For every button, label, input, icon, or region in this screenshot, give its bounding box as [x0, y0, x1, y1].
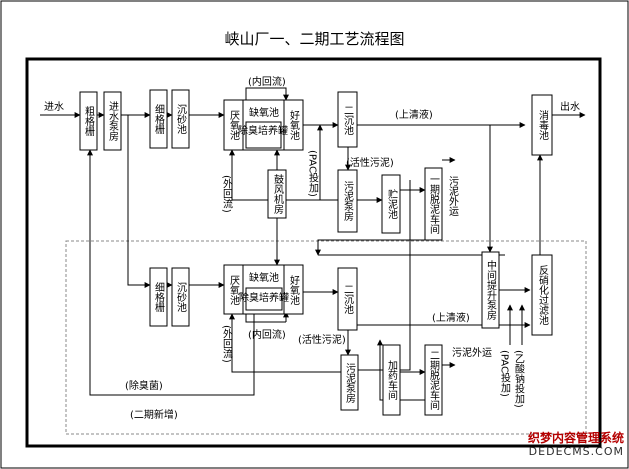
node-dewatering-2: 二期脱泥车间: [424, 344, 443, 416]
grit-chamber-2-label: 沉砂池: [175, 281, 187, 312]
external-reflux-1-label: (外回流): [221, 175, 233, 213]
node-sludge-pump-house-1: 污泥泵房: [337, 169, 358, 233]
grit-chamber-1-label: 沉砂池: [175, 103, 187, 134]
aerobic-tank-2-label: 好氧池: [288, 275, 300, 305]
flow-lines: [40, 87, 586, 401]
coarse-screen-label: 粗格栅: [83, 106, 95, 137]
anaerobic-tank-2-label: 厌氧池: [228, 275, 240, 305]
internal-reflux-2-label: (内回流): [248, 328, 286, 341]
disinfection-tank-label: 消毒池: [537, 109, 549, 140]
node-secondary-clarifier-2: 二沉池: [337, 267, 358, 331]
node-dosing-workshop: 加药车间: [382, 344, 401, 416]
sludge-pump-house-2-label: 污泥泵房: [344, 363, 356, 404]
pac-dosing-1-label: (PAC投加): [307, 150, 319, 197]
page-title: 峡山厂一、二期工艺流程图: [224, 30, 405, 48]
fine-screen-1-label: 细格栅: [153, 103, 165, 135]
anoxic-tank-2-label: 缺氧池: [249, 271, 279, 284]
node-denitrification-filter: 反硝化过滤池: [531, 254, 553, 336]
internal-reflux-1-label: (内回流): [248, 75, 286, 88]
deodor-tank-2-label: 除臭培养罐: [239, 291, 289, 304]
node-sludge-storage-tank: 贮泥池: [381, 174, 401, 234]
site-watermark: 织梦内容管理系统 DEDECMS.COM: [506, 431, 624, 465]
intermediate-pump-house-label: 中间提升泵房: [485, 259, 497, 321]
fine-screen-2-label: 细格栅: [153, 281, 165, 313]
outlet-label: 出水: [560, 100, 580, 113]
sludge-export-1-label: 污泥外运: [447, 176, 459, 217]
watermark-main: 织梦内容管理系统: [527, 431, 624, 445]
node-sludge-pump-house-2: 污泥泵房: [340, 354, 359, 411]
node-reactor-2: 厌氧池 缺氧池 除臭培养罐 好氧池: [223, 264, 304, 315]
secondary-clarifier-1-label: 二沉池: [342, 105, 354, 135]
aerobic-tank-1-label: 好氧池: [288, 110, 300, 140]
node-blower-house: 鼓风机房: [267, 169, 287, 219]
sludge-export-2-label: 污泥外运: [452, 346, 492, 359]
anaerobic-tank-1-label: 厌氧池: [228, 110, 240, 140]
sludge-storage-tank-label: 贮泥池: [386, 188, 398, 219]
phase2-new-label: (二期新增): [130, 408, 178, 421]
supernatant-1-label: (上清液): [395, 108, 433, 121]
activated-sludge-1-label: (活性污泥): [346, 156, 394, 169]
node-fine-screen-1: 细格栅: [149, 89, 168, 149]
node-grit-chamber-1: 沉砂池: [171, 89, 190, 149]
pac-dosing-2-label: (PAC投加): [499, 350, 511, 397]
watermark-sub: DEDECMS.COM: [528, 445, 624, 458]
inlet-label: 进水: [44, 101, 64, 113]
deodorizing-bacteria-label: (除臭菌): [125, 379, 163, 392]
diagram-border: [25, 57, 602, 448]
node-intermediate-pump-house: 中间提升泵房: [481, 251, 500, 329]
node-fine-screen-2: 细格栅: [149, 267, 168, 327]
phase2-region: [65, 240, 587, 435]
node-reactor-1: 厌氧池 缺氧池 除臭培养罐 好氧池: [223, 99, 304, 151]
denitrification-filter-label: 反硝化过滤池: [537, 265, 549, 325]
sludge-pump-house-1-label: 污泥泵房: [342, 181, 354, 222]
secondary-clarifier-2-label: 二沉池: [342, 284, 354, 314]
node-dewatering-1: 一期脱泥车间: [424, 167, 443, 241]
anoxic-tank-1-label: 缺氧池: [249, 106, 279, 119]
node-grit-chamber-2: 沉砂池: [171, 267, 190, 327]
supernatant-2-label: (上清液): [432, 311, 470, 324]
deodor-tank-1-label: 除臭培养罐: [238, 124, 288, 137]
node-coarse-screen: 粗格栅: [79, 91, 98, 151]
activated-sludge-2-label: (活性污泥): [298, 333, 346, 346]
blower-house-label: 鼓风机房: [272, 173, 284, 215]
dosing-workshop-label: 加药车间: [386, 360, 398, 401]
influent-pump-house-label: 进水泵房: [107, 101, 119, 142]
dewatering-2-label: 二期脱泥车间: [428, 350, 440, 411]
dewatering-1-label: 一期脱泥车间: [428, 174, 440, 235]
node-influent-pump-house: 进水泵房: [103, 91, 122, 151]
sodium-acetate-label: (乙酸钠投加): [513, 350, 525, 408]
external-reflux-2-label: (外回流): [221, 325, 233, 363]
node-disinfection-tank: 消毒池: [531, 94, 553, 156]
node-secondary-clarifier-1: 二沉池: [337, 91, 358, 148]
